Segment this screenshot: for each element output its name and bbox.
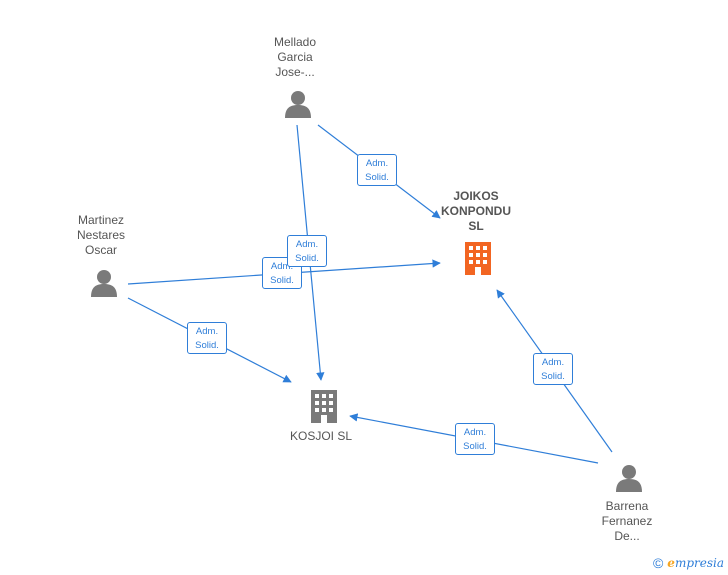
edge-label[interactable]: Adm. Solid.	[262, 257, 302, 289]
building-icon[interactable]	[463, 242, 493, 275]
edge-label[interactable]: Adm. Solid.	[455, 423, 495, 455]
person-icon[interactable]	[614, 463, 644, 493]
person-label-barrena[interactable]: Barrena Fernanez De...	[601, 499, 653, 543]
edge-label[interactable]: Adm. Solid.	[287, 235, 327, 267]
person-icon[interactable]	[89, 268, 119, 298]
person-icon[interactable]	[283, 89, 313, 119]
edge-label[interactable]: Adm. Solid.	[533, 353, 573, 385]
brand-wordmark: empresia	[667, 556, 724, 570]
company-label-kosjoi[interactable]: KOSJOI SL	[289, 429, 353, 443]
building-icon[interactable]	[309, 390, 339, 423]
person-label-mellado[interactable]: Mellado Garcia Jose-...	[273, 35, 317, 79]
edge-label[interactable]: Adm. Solid.	[187, 322, 227, 354]
edge-label[interactable]: Adm. Solid.	[357, 154, 397, 186]
copyright-symbol: ©	[652, 555, 664, 571]
person-label-martinez[interactable]: Martinez Nestares Oscar	[76, 213, 126, 257]
company-label-joikos[interactable]: JOIKOS KONPONDU SL	[440, 189, 511, 233]
brand-logo[interactable]: © empresia	[653, 555, 724, 571]
